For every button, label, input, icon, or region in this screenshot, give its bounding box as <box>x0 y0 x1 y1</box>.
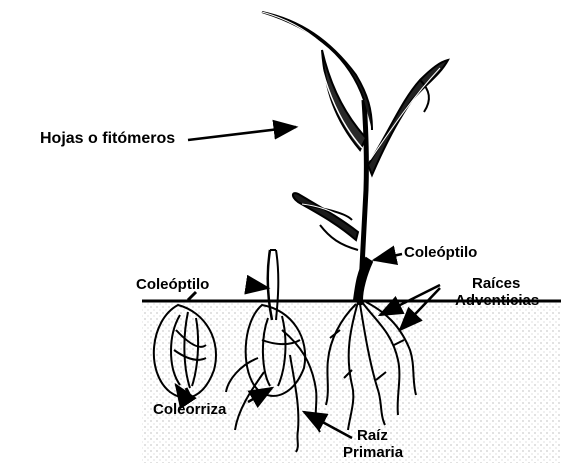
label-coleoptile-left: Coleóptilo <box>136 277 209 293</box>
arrow-coleoptile-left <box>248 285 268 288</box>
arrow-coleoptile-right <box>374 254 402 260</box>
label-coleorhiza: Coleorriza <box>153 402 226 418</box>
label-adventitious-roots-line2: Adventicias <box>455 293 539 309</box>
label-leaves: Hojas o fitómeros <box>40 131 175 148</box>
label-coleoptile-right: Coleóptilo <box>404 245 477 261</box>
arrow-leaves <box>188 127 296 140</box>
label-primary-root-line2: Primaria <box>343 445 403 461</box>
label-primary-root-line1: Raíz <box>357 428 388 444</box>
label-adventitious-roots-line1: Raíces <box>472 276 520 292</box>
